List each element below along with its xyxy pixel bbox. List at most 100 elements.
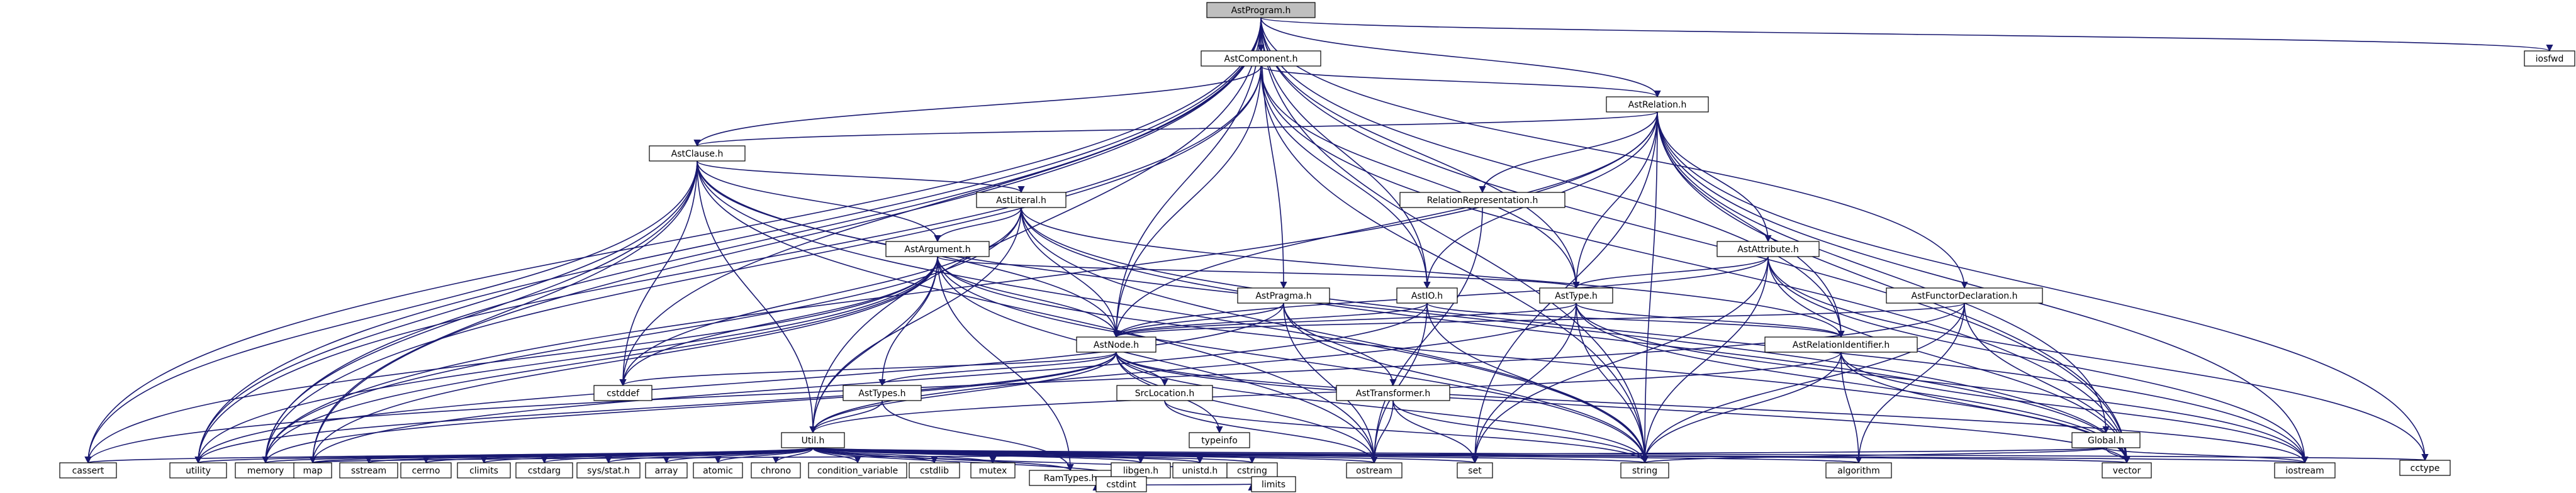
node-AstPragma[interactable]: AstPragma.h [1237,287,1330,304]
edge-Util-to-cctype [812,447,2427,462]
edge-AstNode-to-AstTypes [878,352,1117,387]
node-label-AstLiteral: AstLiteral.h [996,196,1046,206]
node-AstAttribute[interactable]: AstAttribute.h [1716,241,1820,257]
node-AstProgram[interactable]: AstProgram.h [1206,2,1316,18]
edge-AstRelation-to-AstClause [693,111,1658,147]
node-label-AstComponent: AstComponent.h [1224,54,1298,64]
edge-AstArgument-to-ostream [937,256,1378,464]
node-Util[interactable]: Util.h [781,432,845,448]
edge-AstClause-to-cassert [84,160,698,464]
node-AstLiteral[interactable]: AstLiteral.h [976,192,1067,208]
edge-AstComponent-to-memory [262,65,1262,464]
node-RelationRepresentation[interactable]: RelationRepresentation.h [1399,192,1565,208]
edge-AstClause-to-string [697,160,1649,464]
node-libgen: libgen.h [1111,462,1171,479]
node-box-AstPragma [1237,287,1330,304]
node-AstNode[interactable]: AstNode.h [1076,336,1156,353]
edge-AstNode-to-memory [262,352,1117,464]
node-AstRelation[interactable]: AstRelation.h [1606,96,1709,113]
node-box-array [645,462,688,479]
edge-AstLiteral-to-AstNode [1021,207,1120,338]
edge-AstNode-to-iostream [1116,352,2309,464]
edge-AstRelationIdentifier-to-algorithm [1840,352,1862,464]
edge-AstRelation-to-RelationRepresentation [1479,111,1658,194]
edge-AstType-to-set [1471,302,1577,464]
node-box-cstdlib [909,462,960,479]
node-box-map [293,462,332,479]
node-box-algorithm [1825,462,1892,479]
edge-Global-to-iostream [2105,447,2309,464]
node-AstArgument[interactable]: AstArgument.h [885,241,990,257]
edge-AstArgument-to-memory [262,256,938,464]
edge-AstProgram-to-AstType [1260,17,1580,289]
node-AstFunctorDeclaration[interactable]: AstFunctorDeclaration.h [1886,287,2043,304]
edge-AstClause-to-AstArgument [697,160,941,243]
edge-AstProgram-to-utility [194,17,1262,464]
node-unistd: unistd.h [1172,462,1228,479]
edge-AstLiteral-to-cstddef [619,207,1022,387]
edge-AstPragma-to-AstNode [1112,302,1284,338]
node-Global[interactable]: Global.h [2071,432,2141,448]
edge-AstRelationIdentifier-to-Util [809,352,1842,434]
edge-AstFunctorDeclaration-to-AstNode [1112,302,1965,338]
node-SrcLocation[interactable]: SrcLocation.h [1116,385,1213,401]
edge-SrcLocation-to-string [1164,400,1649,464]
node-label-sysstat: sys/stat.h [587,466,630,476]
node-box-unistd [1172,462,1228,479]
node-box-AstLiteral [976,192,1067,208]
edge-AstType-to-string [1576,302,1649,464]
edge-AstNode-to-vector [1116,352,2131,464]
edge-AstComponent-to-AstClause [693,65,1262,147]
node-label-unistd: unistd.h [1182,466,1218,476]
node-box-AstRelation [1606,96,1709,113]
node-box-utility [169,462,227,479]
node-AstType[interactable]: AstType.h [1539,287,1613,304]
edge-AstProgram-to-AstNode [1112,17,1262,338]
node-label-AstPragma: AstPragma.h [1255,291,1311,301]
node-sysstat: sys/stat.h [576,462,641,479]
include-edges [84,17,2553,492]
node-box-sysstat [576,462,641,479]
node-box-cstddef [593,385,652,401]
node-iostream: iostream [2274,462,2336,479]
node-AstTypes[interactable]: AstTypes.h [843,385,922,401]
node-box-typeinfo [1189,432,1250,448]
node-AstComponent[interactable]: AstComponent.h [1201,50,1321,67]
edge-AstProgram-to-vector [1260,17,2131,464]
edge-AstLiteral-to-AstArgument [934,207,1022,243]
node-label-AstNode: AstNode.h [1094,340,1139,350]
node-label-AstClause: AstClause.h [671,149,724,159]
edge-SrcLocation-to-ostream [1164,400,1378,464]
node-AstClause[interactable]: AstClause.h [649,145,746,162]
node-AstIO[interactable]: AstIO.h [1396,287,1458,304]
edge-Util-to-iostream [812,447,2307,464]
edge-AstAttribute-to-AstType [1572,256,1769,289]
edge-AstArgument-to-utility [194,256,938,464]
edge-AstClause-to-memory [262,160,698,464]
edge-AstPragma-to-AstTransformer [1283,302,1397,387]
node-RamTypes[interactable]: RamTypes.h [1029,470,1112,486]
node-AstTransformer[interactable]: AstTransformer.h [1336,385,1450,401]
edge-AstComponent-to-vector [1260,65,2131,464]
edge-AstRelation-to-string [1641,111,1658,464]
edge-AstProgram-to-AstIO [1260,17,1431,289]
node-box-AstClause [649,145,746,162]
edge-AstProgram-to-Util [809,17,1262,434]
edge-Util-to-sysstat [605,447,814,464]
node-typeinfo: typeinfo [1189,432,1250,448]
edge-AstRelation-to-AstType [1572,111,1658,289]
node-cctype: cctype [2399,460,2451,476]
node-memory: memory [235,462,296,479]
node-label-cstring: cstring [1237,466,1267,476]
edge-AstClause-to-utility [194,160,698,464]
edge-AstArgument-to-Util [809,256,938,434]
edge-AstType-to-iostream [1576,302,2309,464]
edge-AstRelation-to-Global [1657,111,2110,434]
edge-AstTypes-to-Util [809,400,883,434]
node-box-iosfwd [2524,50,2575,67]
edge-AstNode-to-Util [809,352,1117,434]
node-AstRelationIdentifier[interactable]: AstRelationIdentifier.h [1764,336,1918,353]
edge-AstRelation-to-iostream [1657,111,2309,464]
node-cstdint: cstdint [1095,476,1147,492]
node-box-vector [2102,462,2152,479]
